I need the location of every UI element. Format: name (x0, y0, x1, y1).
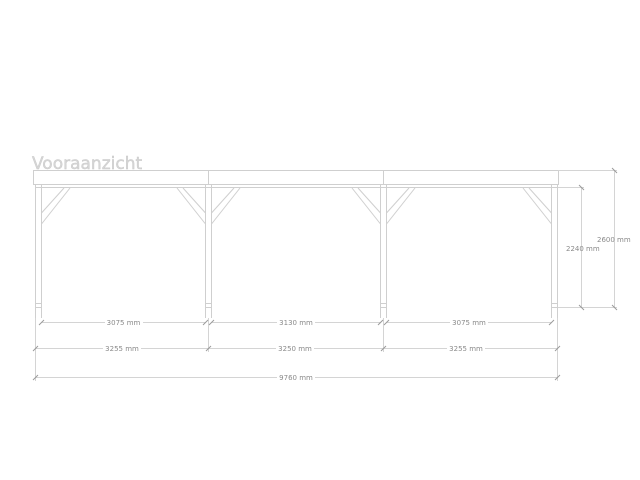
dimension-row-inner-spans: 3075 mm 3130 mm 3075 mm (38, 317, 555, 327)
dimension-row-total: 9760 mm (32, 372, 561, 382)
dim-inner-span-3: 3075 mm (452, 319, 486, 327)
post-2 (205, 184, 212, 318)
drawing-title: Vooraanzicht (32, 154, 142, 174)
dim-total-width: 9760 mm (279, 374, 313, 382)
post-4 (551, 184, 558, 318)
post-1 (35, 184, 42, 318)
roof-beam (33, 170, 559, 188)
dim-inner-span-1: 3075 mm (107, 319, 141, 327)
dim-clear-height: 2240 mm (566, 245, 600, 253)
dim-bay-span-1: 3255 mm (105, 345, 139, 353)
post-3 (380, 184, 387, 318)
extension-lines (35, 318, 558, 381)
dimension-row-bay-spans: 3255 mm 3250 mm 3255 mm (32, 343, 561, 353)
dim-bay-span-3: 3255 mm (449, 345, 483, 353)
dim-inner-span-2: 3130 mm (279, 319, 313, 327)
knee-braces (41, 187, 552, 225)
dim-bay-span-2: 3250 mm (278, 345, 312, 353)
dimension-vertical: 2240 mm 2600 mm (558, 167, 631, 311)
dim-total-height: 2600 mm (597, 236, 631, 244)
